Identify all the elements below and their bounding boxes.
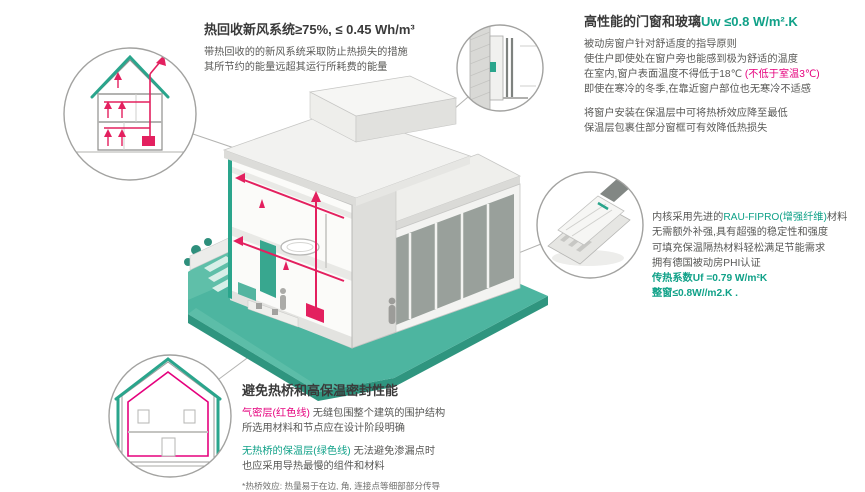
windows-line: 即使在寒冷的冬季,在靠近窗户部位也无寒冷不适感 bbox=[584, 84, 811, 96]
ventilation-ducts bbox=[233, 173, 345, 323]
heat-recovery-block: 热回收新风系统≥75%, ≤ 0.45 Wh/m³ 带热回收的的新风系统采取防止… bbox=[204, 20, 494, 75]
profile-uf-value: 传热系数Uf =0.79 W/m²K bbox=[652, 273, 768, 285]
airtight-label: 气密层(红色线) bbox=[242, 407, 310, 419]
thermal-line: 所选用材料和节点应在设计阶段明确 bbox=[242, 422, 405, 434]
person-figure bbox=[280, 288, 286, 310]
insulation-label: 无热桥的保温层(绿色线) bbox=[242, 446, 351, 458]
windows-line: 被动房窗户针对舒适度的指导原则 bbox=[584, 38, 737, 50]
heat-recovery-title: 热回收新风系统≥75%, ≤ 0.45 Wh/m³ bbox=[204, 22, 415, 37]
stair-core-wall bbox=[260, 240, 276, 298]
airtight-text: 无缝包围整个建筑的围护结构 bbox=[309, 407, 446, 419]
thermal-title: 避免热桥和高保温密封性能 bbox=[242, 383, 399, 398]
thermal-block: 避免热桥和高保温密封性能 气密层(红色线) 无缝包围整个建筑的围护结构 所选用材… bbox=[242, 381, 572, 492]
airflow-arrows bbox=[104, 55, 166, 146]
windows-line3-prefix: 在室内,窗户表面温度不得低于18℃ bbox=[584, 69, 745, 81]
profile-line: 可填充保温隔热材料轻松满足节能需求 bbox=[652, 242, 826, 254]
roof-line bbox=[90, 54, 170, 99]
profile-line1-prefix: 内核采用先进的 bbox=[652, 212, 724, 223]
windows-title: 高性能的门窗和玻璃Uw ≤0.8 W/m².K bbox=[584, 12, 862, 32]
thermal-footnote: *热桥效应: 热量易于在边, 角, 连接点等细部部分传导 bbox=[242, 480, 441, 491]
insulation-edge bbox=[228, 157, 232, 299]
house-cutaway bbox=[222, 75, 472, 349]
windows-title-value: Uw ≤0.8 W/m².K bbox=[701, 14, 798, 29]
ventilation-inset bbox=[63, 47, 197, 181]
profile-line1-highlight: RAU-FIPRO(增强纤维) bbox=[723, 212, 827, 223]
windows-title-main: 高性能的门窗和玻璃 bbox=[584, 14, 702, 29]
profile-line: 内核采用先进的RAU-FIPRO(增强纤维)材料 bbox=[652, 210, 864, 225]
profile-line1-suffix: 材料 bbox=[826, 212, 848, 223]
airtight-line bbox=[127, 371, 209, 457]
insulation-text: 无法避免渗漏点时 bbox=[350, 446, 436, 458]
windows-block: 高性能的门窗和玻璃Uw ≤0.8 W/m².K 被动房窗户针对舒适度的指导原则 … bbox=[584, 12, 862, 136]
windows-line: 保温层包裹住部分窗框可有效降低热损失 bbox=[584, 122, 768, 134]
window-section-inset bbox=[456, 24, 544, 112]
thermal-line: 也应采用导热最慢的组件和材料 bbox=[242, 461, 385, 473]
bathtub bbox=[280, 238, 320, 256]
windows-line: 将窗户安装在保温层中可将热桥效应降至最低 bbox=[584, 107, 788, 119]
thermal-envelope-inset bbox=[108, 354, 232, 478]
profile-line: 无需额外补强,具有超强的稳定性和强度 bbox=[652, 227, 829, 239]
profile-line: 拥有德国被动房PHI认证 bbox=[652, 257, 761, 269]
window-profile-inset bbox=[536, 171, 644, 279]
profile-block: 内核采用先进的RAU-FIPRO(增强纤维)材料 无需额外补强,具有超强的稳定性… bbox=[652, 210, 864, 302]
thermal-airtight-line: 气密层(红色线) 无缝包围整个建筑的围护结构 bbox=[242, 406, 572, 421]
windows-line: 在室内,窗户表面温度不得低于18℃ (不低于室温3℃) bbox=[584, 67, 862, 82]
heat-recovery-line: 带热回收的的新风系统采取防止热损失的措施 bbox=[204, 46, 408, 58]
profile-uw-value: 整窗≤0.8W//m2.K . bbox=[652, 288, 738, 300]
heat-recovery-line: 其所节约的能量远超其运行所耗费的能量 bbox=[204, 61, 388, 73]
windows-line: 使住户即使处在窗户旁也能感到极为舒适的温度 bbox=[584, 53, 798, 65]
thermal-insulation-line: 无热桥的保温层(绿色线) 无法避免渗漏点时 bbox=[242, 444, 572, 459]
windows-line3-highlight: (不低于室温3℃) bbox=[744, 69, 820, 81]
person-figure bbox=[388, 297, 396, 324]
